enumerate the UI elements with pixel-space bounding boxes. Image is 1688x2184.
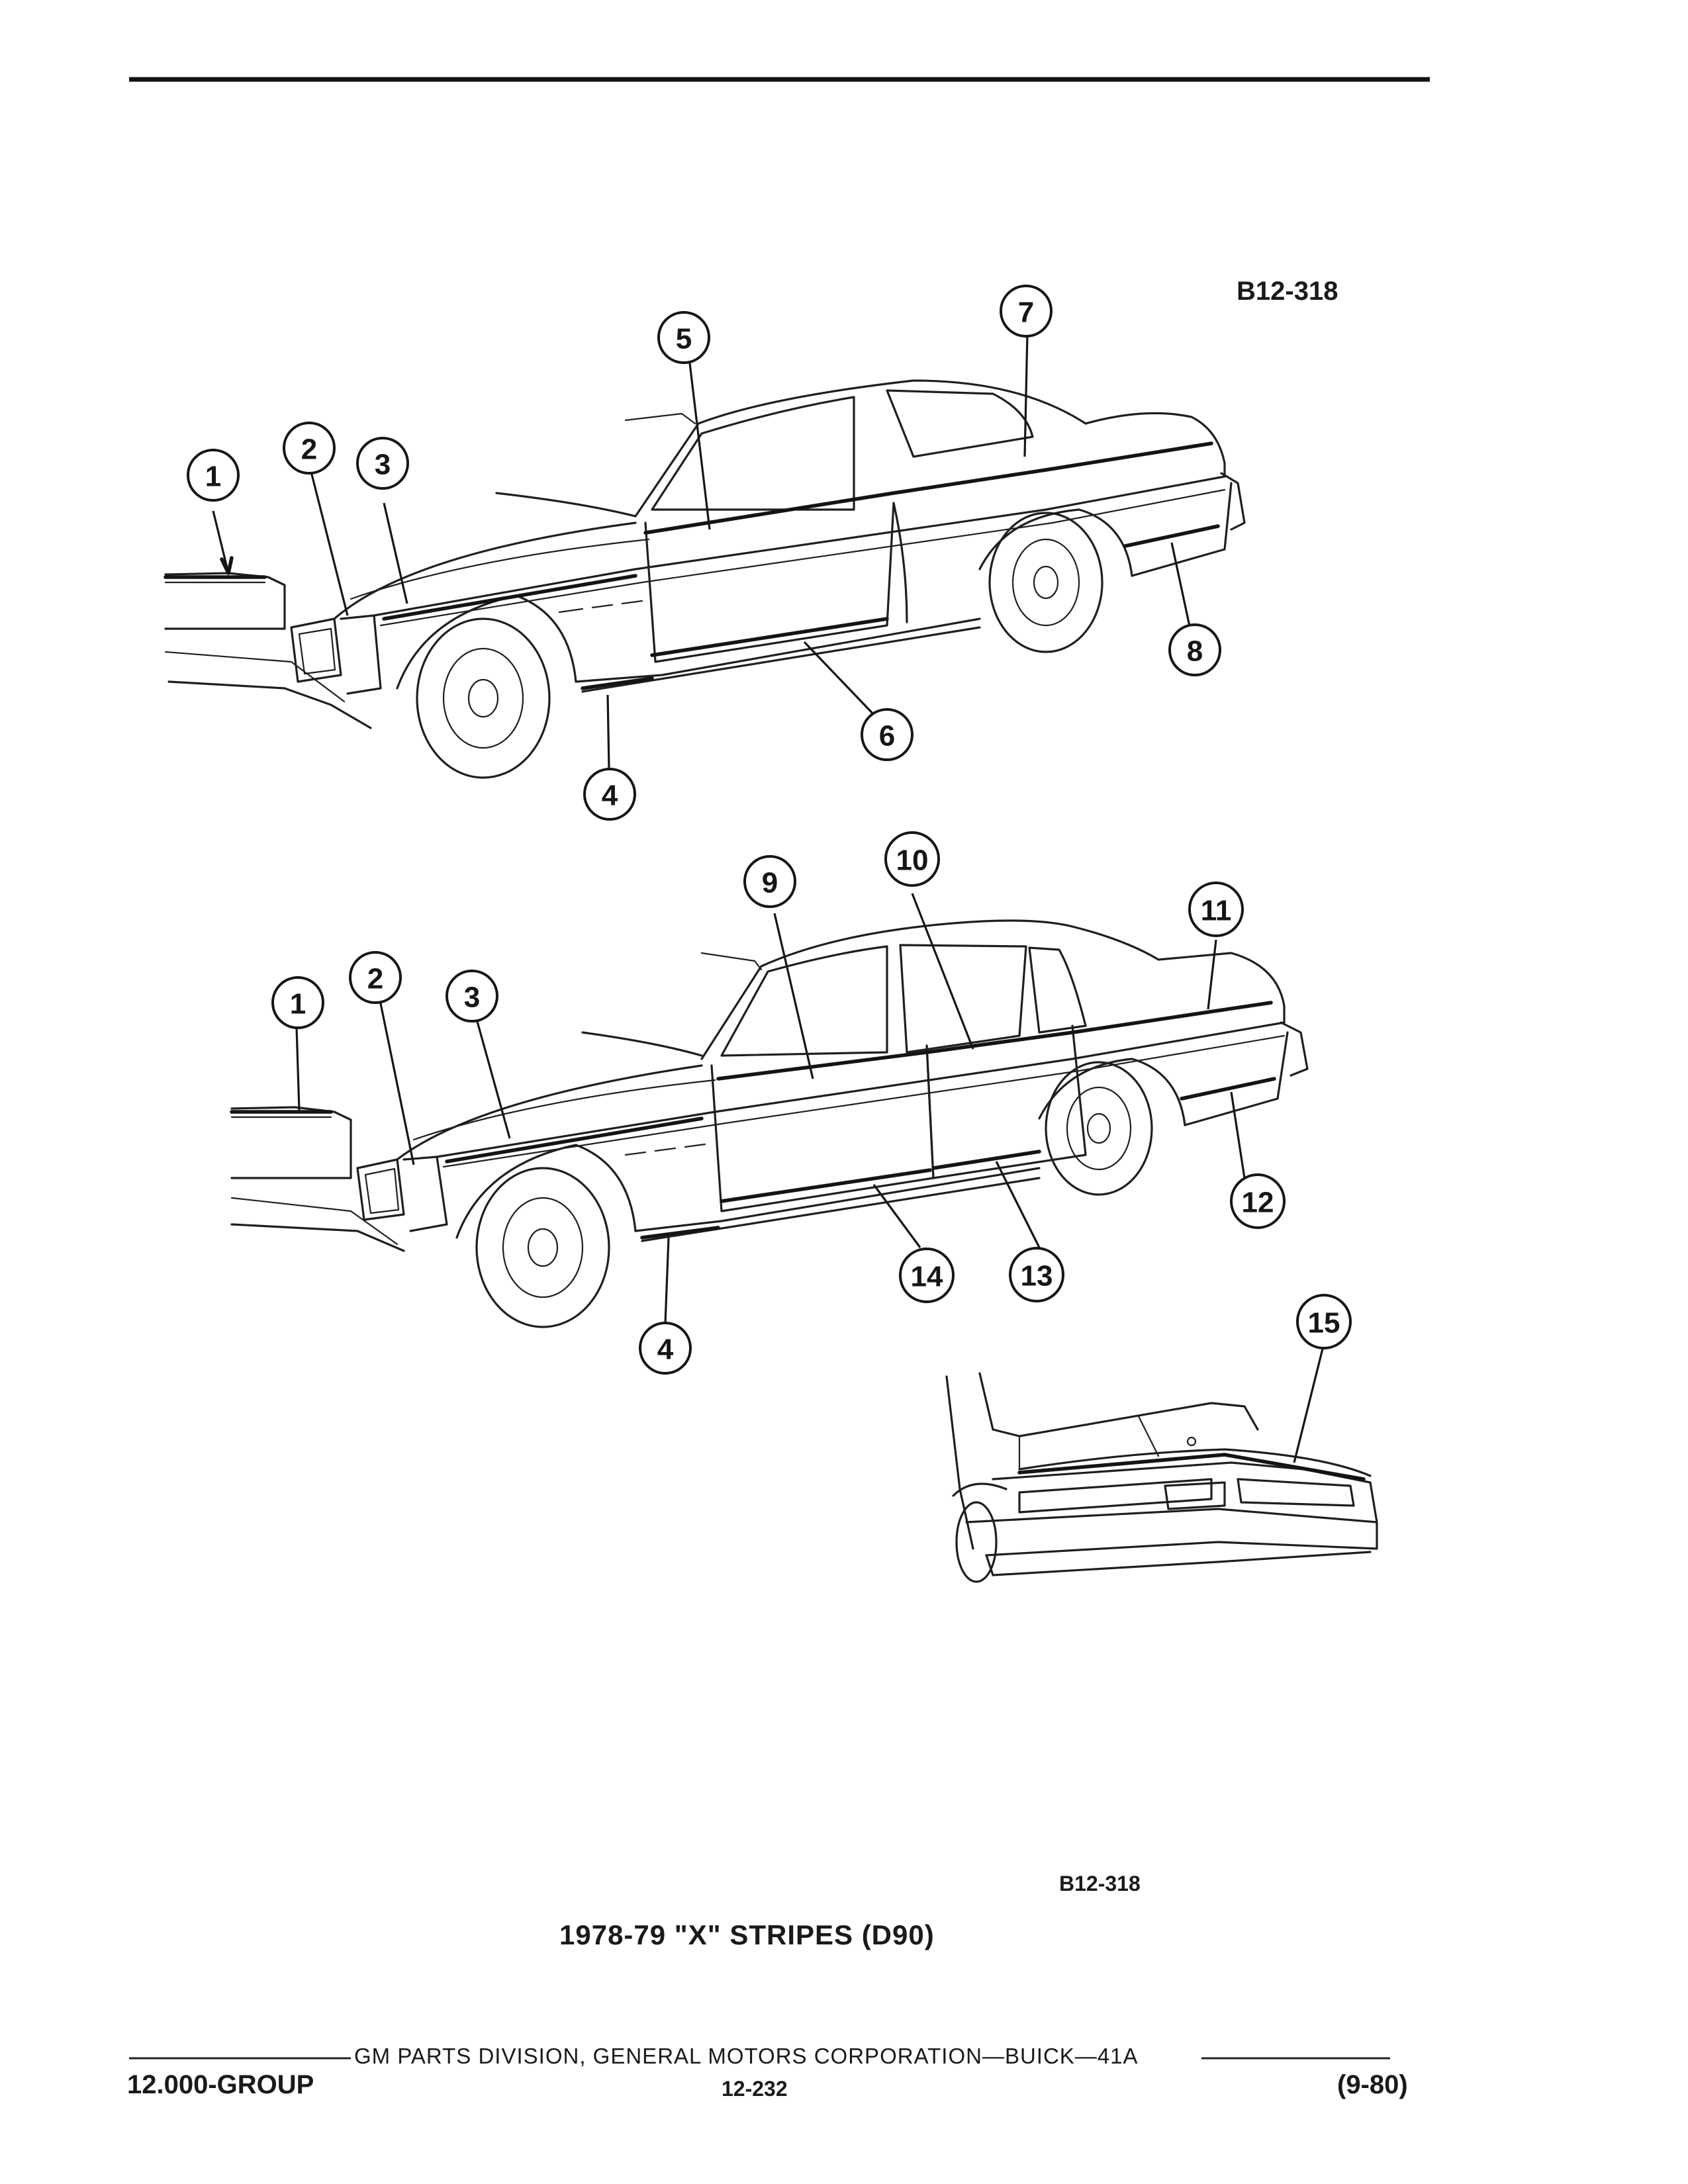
footer-page-number: 12-232 xyxy=(722,2077,788,2101)
svg-text:9: 9 xyxy=(762,867,778,899)
callout-14: 14 xyxy=(899,1248,955,1303)
footer-corporation: GM PARTS DIVISION, GENERAL MOTORS CORPOR… xyxy=(354,2044,1139,2068)
callout-2b: 2 xyxy=(349,951,402,1004)
figure-code-bottom: B12-318 xyxy=(1059,1872,1141,1895)
svg-text:4: 4 xyxy=(602,780,618,812)
callout-1b: 1 xyxy=(271,976,324,1029)
svg-text:1: 1 xyxy=(290,988,306,1021)
callout-12: 12 xyxy=(1230,1173,1286,1229)
callout-7: 7 xyxy=(1000,285,1053,338)
callout-3b: 3 xyxy=(445,970,498,1023)
callout-9: 9 xyxy=(743,855,796,908)
svg-text:12: 12 xyxy=(1242,1187,1274,1219)
figure-caption: 1978-79 "X" STRIPES (D90) xyxy=(559,1919,935,1950)
callout-10: 10 xyxy=(884,831,940,887)
rear-deck-illustration xyxy=(945,1372,1378,1583)
callout-6: 6 xyxy=(861,708,914,761)
callout-5: 5 xyxy=(657,311,710,364)
figure-code-top: B12-318 xyxy=(1237,277,1338,306)
svg-text:15: 15 xyxy=(1308,1307,1340,1340)
svg-text:6: 6 xyxy=(879,720,895,752)
svg-text:2: 2 xyxy=(367,963,383,995)
svg-text:11: 11 xyxy=(1201,895,1232,927)
callout-13: 13 xyxy=(1009,1247,1064,1302)
sedan-illustration xyxy=(230,919,1309,1328)
callout-4a: 4 xyxy=(583,768,636,821)
svg-text:2: 2 xyxy=(301,433,317,466)
callout-11: 11 xyxy=(1188,882,1244,937)
callout-4b: 4 xyxy=(639,1322,692,1375)
svg-text:13: 13 xyxy=(1021,1260,1053,1293)
callout-8: 8 xyxy=(1168,623,1221,676)
footer-date: (9-80) xyxy=(1337,2070,1408,2099)
svg-text:14: 14 xyxy=(911,1261,943,1293)
callout-1a: 1 xyxy=(187,449,240,502)
footer-group: 12.000-GROUP xyxy=(127,2070,314,2099)
svg-text:5: 5 xyxy=(676,323,692,355)
svg-text:4: 4 xyxy=(657,1334,674,1366)
svg-text:1: 1 xyxy=(205,461,221,493)
svg-text:10: 10 xyxy=(896,844,929,877)
svg-text:8: 8 xyxy=(1187,635,1203,668)
callout-2a: 2 xyxy=(283,422,336,475)
coupe-illustration xyxy=(164,379,1246,779)
svg-text:3: 3 xyxy=(464,981,480,1014)
svg-text:3: 3 xyxy=(375,449,391,481)
svg-text:7: 7 xyxy=(1018,296,1034,329)
callout-3a: 3 xyxy=(356,437,409,490)
callout-15: 15 xyxy=(1296,1294,1352,1349)
callout-leaders xyxy=(212,332,1325,1463)
